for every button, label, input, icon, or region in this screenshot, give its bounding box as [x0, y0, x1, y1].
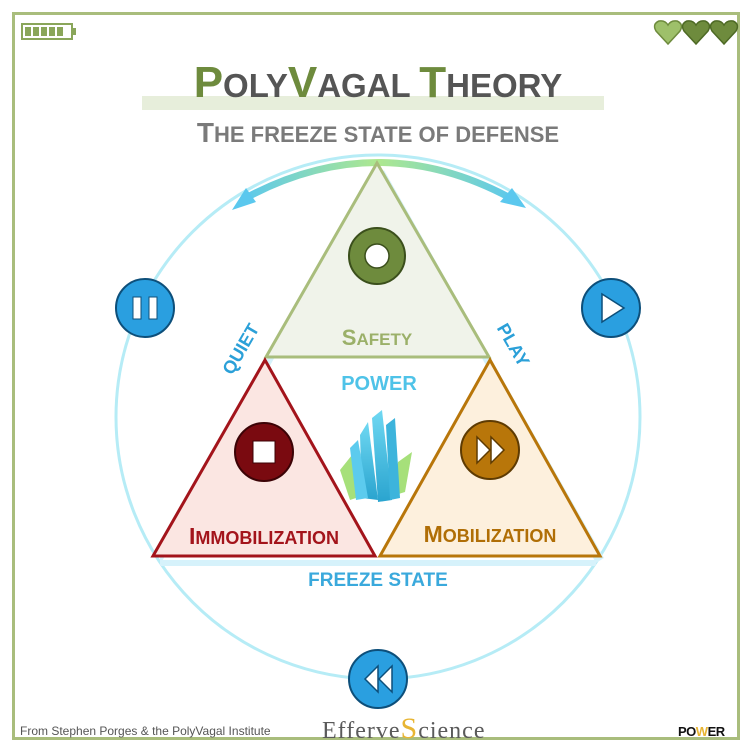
title-underline: [142, 96, 604, 110]
arc-arrow-right-icon: [500, 188, 526, 208]
brand-logo: EfferveScience: [322, 712, 486, 745]
play-label: PLAY: [493, 320, 534, 370]
play-button[interactable]: [581, 278, 641, 338]
hearts-group: [653, 20, 739, 46]
poster-frame: [12, 12, 740, 740]
heart-icon: [681, 20, 711, 46]
ff-arrow-1: [476, 435, 492, 465]
freeze-state-label: FREEZE STATE: [308, 570, 448, 591]
ff-arrow-2: [490, 435, 506, 465]
record-dot: [364, 243, 390, 269]
pause-icon: [132, 296, 142, 320]
safety-label: SAFETY: [342, 325, 413, 350]
heart-icon: [653, 20, 683, 46]
page-title: POLYVAGAL THEORY: [194, 58, 563, 107]
quiet-label: QUIET: [218, 320, 263, 378]
stop-square: [252, 440, 276, 464]
battery-icon: [21, 23, 76, 40]
power-logo: POWER: [678, 724, 725, 739]
pause-button[interactable]: [115, 278, 175, 338]
credit-text: From Stephen Porges & the PolyVagal Inst…: [20, 724, 271, 738]
page-subtitle: THE FREEZE STATE OF DEFENSE: [197, 117, 559, 148]
bottom-edge-strip: [160, 560, 596, 566]
power-label: POWER: [341, 373, 417, 395]
rewind-button[interactable]: [348, 649, 408, 709]
play-icon: [601, 292, 626, 324]
arc-arrow-left-icon: [232, 188, 256, 210]
heart-icon: [709, 20, 739, 46]
immobilization-label: IMMOBILIZATION: [189, 523, 339, 549]
mobilization-label: MOBILIZATION: [424, 521, 557, 547]
crystal-icon: [340, 410, 412, 502]
